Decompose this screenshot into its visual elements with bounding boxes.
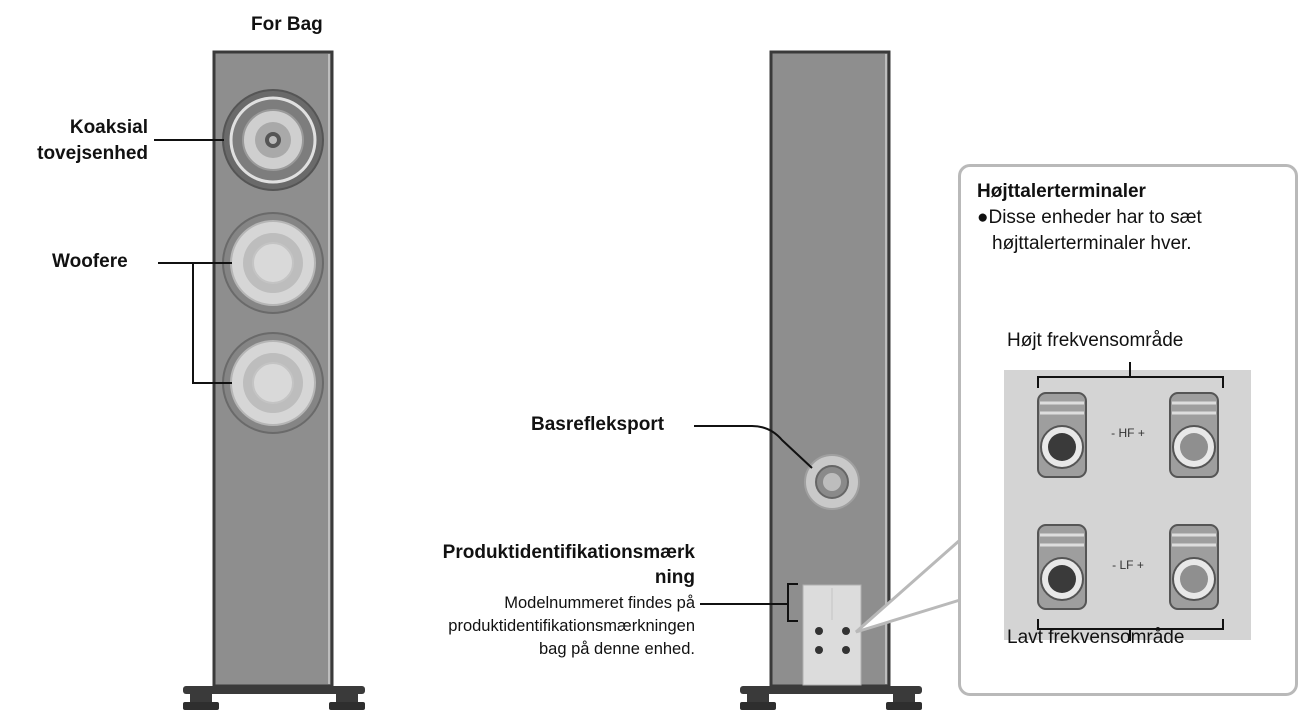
hf-terminal-negative: [1037, 392, 1087, 478]
terminal-closeup: - HF + - LF +: [1004, 362, 1251, 641]
id-title-line2: ning: [654, 567, 695, 588]
woofer-lower: [222, 332, 324, 434]
bullet-dot-icon: ●: [977, 207, 989, 228]
hf-terminal-positive: [1169, 392, 1219, 478]
lf-label: - LF +: [1112, 558, 1144, 572]
back-cabinet: [769, 50, 891, 688]
id-label-bracket: [787, 583, 798, 622]
woofer-leader-lower: [192, 263, 232, 384]
callout-bullet: ●Disse enheder har to sæt: [977, 207, 1202, 229]
hf-label: - HF +: [1111, 426, 1145, 440]
callout-bullet-line1: Disse enheder har to sæt: [988, 207, 1202, 228]
id-desc-line3: bag på denne enhed.: [539, 640, 695, 658]
terminal-callout: - HF + - LF +: [958, 164, 1298, 696]
lf-terminal-positive: [1169, 524, 1219, 610]
back-speaker: [740, 50, 922, 710]
id-desc-line2: produktidentifikationsmærkningen: [448, 617, 695, 635]
bass-reflex-port: [804, 454, 860, 510]
woofer-upper: [222, 212, 324, 314]
id-desc-line1: Modelnummeret findes på: [504, 594, 695, 612]
bass-port-label: Basrefleksport: [531, 414, 665, 435]
id-title-line1: Produktidentifikationsmærk: [442, 542, 695, 563]
callout-title: Højttalerterminaler: [977, 181, 1146, 202]
coaxial-label-line1: Koaksial: [69, 117, 148, 138]
woofers-label: Woofere: [52, 251, 128, 272]
coaxial-label-line2: tovejsenhed: [37, 143, 148, 164]
front-title: For Bag: [251, 14, 323, 35]
bass-port-leader: [694, 425, 813, 469]
front-speaker: [183, 50, 365, 710]
low-range-label: Lavt frekvensområde: [1007, 627, 1185, 648]
back-feet: [740, 686, 922, 710]
terminal-plate: [802, 584, 862, 686]
callout-pointer: [855, 538, 961, 634]
lf-terminal-negative: [1037, 524, 1087, 610]
high-range-label: Højt frekvensområde: [1007, 330, 1184, 351]
coaxial-driver: [222, 89, 324, 191]
callout-bullet-line2: højttalerterminaler hver.: [992, 233, 1192, 254]
front-feet: [183, 686, 365, 710]
